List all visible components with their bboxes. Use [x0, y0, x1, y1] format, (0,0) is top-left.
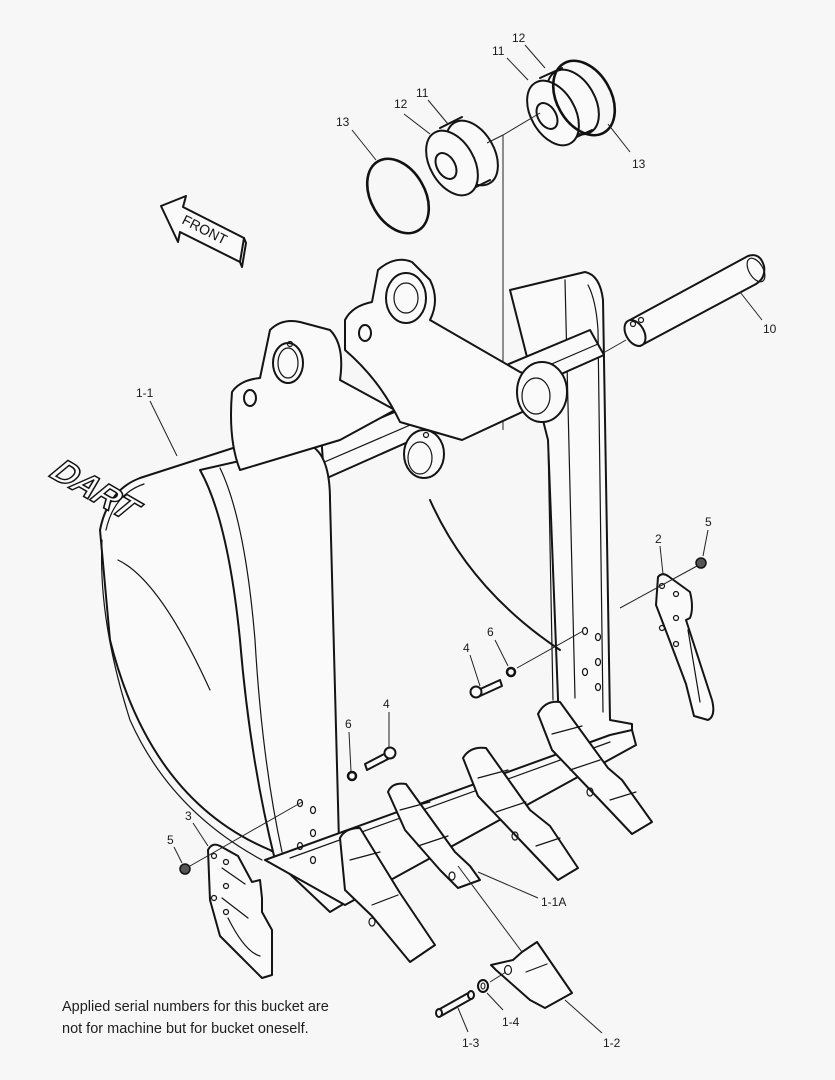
bolt-left — [346, 746, 397, 782]
side-cutter-right — [619, 557, 715, 721]
callout-1-2: 1-2 — [603, 1036, 621, 1050]
tooth-4 — [537, 700, 653, 835]
tooth-3 — [462, 746, 579, 881]
tooth-pin-1-3 — [435, 990, 475, 1018]
callout-1-1A: 1-1A — [541, 895, 566, 909]
callout-1-1: 1-1 — [136, 386, 154, 400]
tooth-point-1-2 — [457, 865, 573, 1009]
callout-3: 3 — [185, 809, 192, 823]
side-cutter-left — [179, 801, 303, 979]
bushing-right — [526, 67, 600, 147]
washer-right — [505, 666, 517, 678]
bucket-body: DART — [42, 258, 637, 913]
serial-number-note: Applied serial numbers for this bucket a… — [62, 996, 422, 1040]
teeth-row — [339, 700, 653, 963]
callout-1-3: 1-3 — [462, 1036, 480, 1050]
tooth-1 — [339, 827, 436, 963]
callout-11-right: 11 — [492, 44, 505, 58]
tooth-2 — [387, 782, 481, 889]
bushing-group — [365, 59, 617, 430]
callout-13-left: 13 — [336, 115, 350, 129]
bushing-left — [425, 116, 499, 197]
nut-left — [179, 863, 191, 875]
note-line-1: Applied serial numbers for this bucket a… — [62, 999, 329, 1015]
nut-right — [695, 557, 707, 569]
pin-10 — [569, 254, 766, 373]
callout-12-right: 12 — [512, 31, 526, 45]
callout-4-right: 4 — [463, 641, 470, 655]
callout-4-left: 4 — [383, 697, 390, 711]
callout-5-right: 5 — [705, 515, 712, 529]
callout-2: 2 — [655, 532, 662, 546]
bolt-holes-right — [581, 626, 602, 692]
lock-washer-1-4 — [477, 971, 507, 993]
bolt-holes-left — [296, 798, 317, 865]
bolt-right — [469, 630, 584, 699]
callout-10: 10 — [763, 322, 777, 336]
callout-13-right: 13 — [632, 157, 646, 171]
o-ring-right — [551, 59, 617, 137]
arrow-left-icon — [160, 195, 245, 263]
front-direction-arrow: FRONT — [160, 195, 247, 268]
o-ring-left — [365, 157, 431, 235]
callouts: 13 12 11 11 12 13 10 1-1 5 2 6 4 — [136, 31, 777, 1050]
callout-6-left: 6 — [345, 717, 352, 731]
note-line-2: not for machine but for bucket oneself. — [62, 1021, 309, 1037]
washer-left — [346, 770, 358, 782]
callout-11-left: 11 — [416, 86, 429, 100]
callout-12-left: 12 — [394, 97, 408, 111]
callout-1-4: 1-4 — [502, 1015, 520, 1029]
callout-6-right: 6 — [487, 625, 494, 639]
callout-5-left: 5 — [167, 833, 174, 847]
